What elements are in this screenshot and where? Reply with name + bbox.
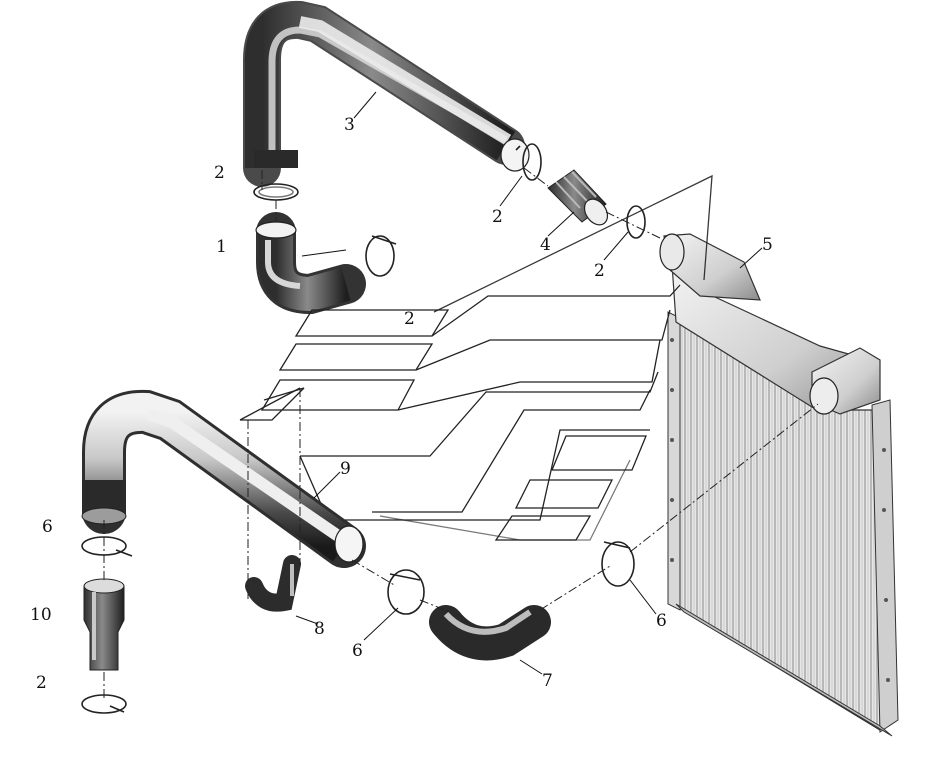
callout-3: 3 bbox=[344, 115, 355, 135]
callout-9: 9 bbox=[340, 459, 351, 479]
intercooler-part-5 bbox=[659, 233, 899, 737]
bellows-connector-part-4 bbox=[547, 169, 609, 226]
callout-2-bottom-left: 2 bbox=[36, 673, 47, 693]
callout-2-hose-top: 2 bbox=[214, 163, 225, 183]
hose-clamp-right-of-3 bbox=[515, 143, 542, 181]
hose-clamp-upper-left bbox=[253, 183, 299, 201]
callout-2-panel: 2 bbox=[404, 309, 415, 329]
hose-clamp-elbow bbox=[365, 235, 397, 277]
callout-8: 8 bbox=[314, 619, 325, 639]
callout-2-right-of-3: 2 bbox=[492, 207, 503, 227]
elbow-hose-part-1 bbox=[255, 212, 366, 315]
hose-clamp-lower-left bbox=[81, 536, 133, 557]
intercooler-outlet-pipe-part-9 bbox=[81, 389, 366, 568]
callout-10: 10 bbox=[30, 605, 52, 625]
callout-leaders bbox=[295, 91, 763, 675]
intake-pipe-part-3 bbox=[243, 0, 530, 187]
callout-7: 7 bbox=[542, 671, 553, 691]
hose-clamp-right bbox=[601, 541, 635, 587]
callout-2-right-of-4: 2 bbox=[594, 261, 605, 281]
callout-1: 1 bbox=[216, 237, 227, 257]
assembly-centerlines bbox=[103, 167, 819, 700]
callout-6-left: 6 bbox=[42, 517, 53, 537]
small-bend-hose-part-8 bbox=[245, 555, 301, 612]
callout-6-right: 6 bbox=[656, 611, 667, 631]
callout-5: 5 bbox=[762, 235, 773, 255]
hose-clamp-middle bbox=[387, 569, 425, 615]
curved-hose-part-7 bbox=[429, 605, 551, 661]
callout-6-mid: 6 bbox=[352, 641, 363, 661]
callout-4: 4 bbox=[540, 235, 551, 255]
routing-outline-panel bbox=[239, 174, 713, 541]
reducer-hose-part-10 bbox=[83, 578, 125, 671]
